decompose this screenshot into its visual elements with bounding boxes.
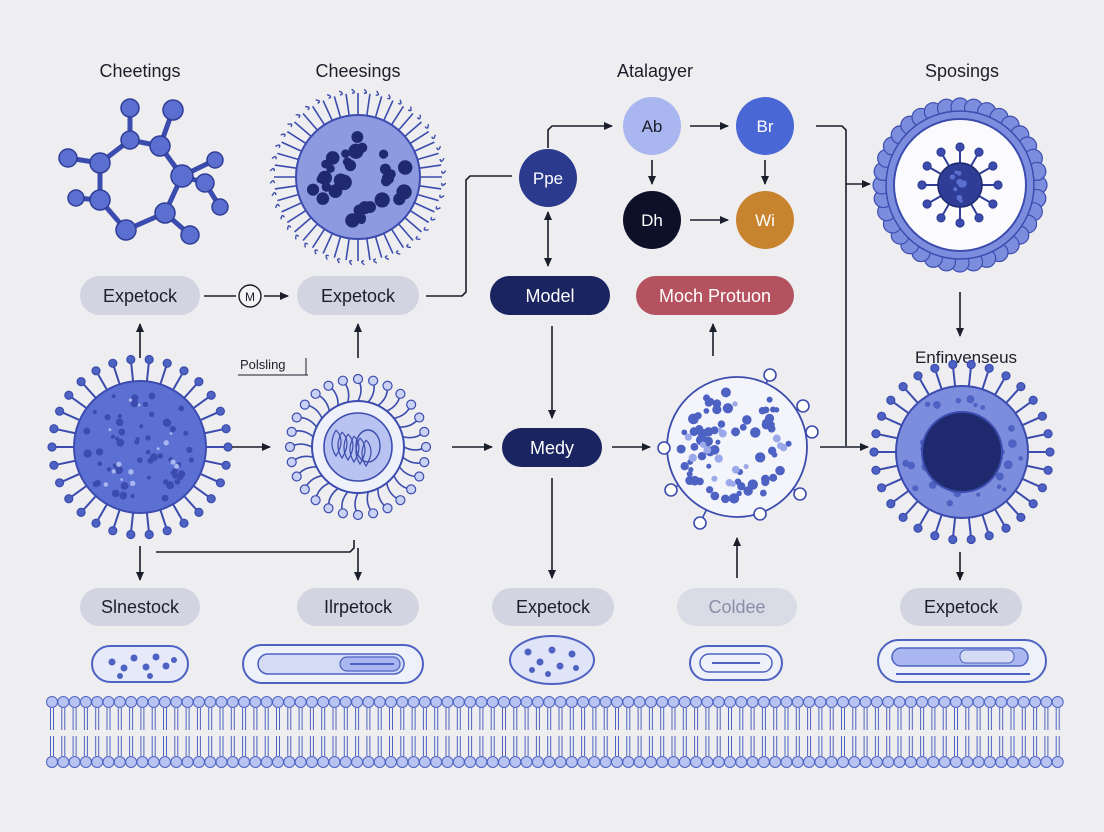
pill-expetock-2-label: Expetock [321,286,396,306]
pill-expetock-3-label: Expetock [516,597,591,617]
annotation-polsling: Polsling [240,357,286,372]
pill-slnestock[interactable] [80,588,200,626]
connector-arrows [136,122,964,581]
node-br-label: Br [757,117,774,136]
pill-expetock-1-label: Expetock [103,286,178,306]
virus-blue-icon [47,354,233,540]
arrow-marker-circle [238,284,262,308]
pill-expetock-4-label: Expetock [924,597,999,617]
node-ab-label: Ab [642,117,663,136]
node-ppe[interactable] [519,149,577,207]
capsule-3-icon [509,635,595,685]
virus-spiky-icon [269,88,447,266]
capsule-1-icon [91,645,189,683]
node-br[interactable] [736,97,794,155]
cell-dots-icon [657,368,819,530]
title-cheesings: Cheesings [315,61,400,81]
pill-slnestock-label: Slnestock [101,597,180,617]
pill-ilrpetock-label: Ilrpetock [324,597,393,617]
arrow-marker-label: M [245,290,255,304]
capsule-4-icon [689,645,783,681]
virus-ringed-icon [869,359,1055,545]
pill-moch-protuon-label: Moch Protuon [659,286,771,306]
capsule-5-icon [877,639,1047,683]
pill-expetock-3[interactable] [492,588,614,626]
virus-outline-icon [284,373,432,521]
title-sposings: Sposings [925,61,999,81]
pill-expetock-1[interactable] [80,276,200,315]
node-wi-label: Wi [755,211,775,230]
lipid-bilayer-membrane [46,696,1064,768]
molecule-icon [58,98,229,245]
pill-expetock-4[interactable] [900,588,1022,626]
pill-model-label: Model [525,286,574,306]
node-dh[interactable] [623,191,681,249]
node-ab[interactable] [623,97,681,155]
pill-coldee-label: Coldee [708,597,765,617]
title-atalagyer: Atalagyer [617,61,693,81]
pill-medy[interactable] [502,428,602,467]
pill-ilrpetock[interactable] [297,588,419,626]
title-cheetings: Cheetings [99,61,180,81]
node-wi[interactable] [736,191,794,249]
pill-medy-label: Medy [530,438,574,458]
title-enfinvenseus: Enfinvenseus [915,348,1017,367]
pill-moch-protuon[interactable] [636,276,794,315]
ring-cell-icon [872,97,1048,273]
node-dh-label: Dh [641,211,663,230]
capsule-2-icon [242,644,424,684]
pill-coldee[interactable] [677,588,797,626]
node-ppe-label: Ppe [533,169,563,188]
pill-expetock-2[interactable] [297,276,419,315]
pill-model[interactable] [490,276,610,315]
